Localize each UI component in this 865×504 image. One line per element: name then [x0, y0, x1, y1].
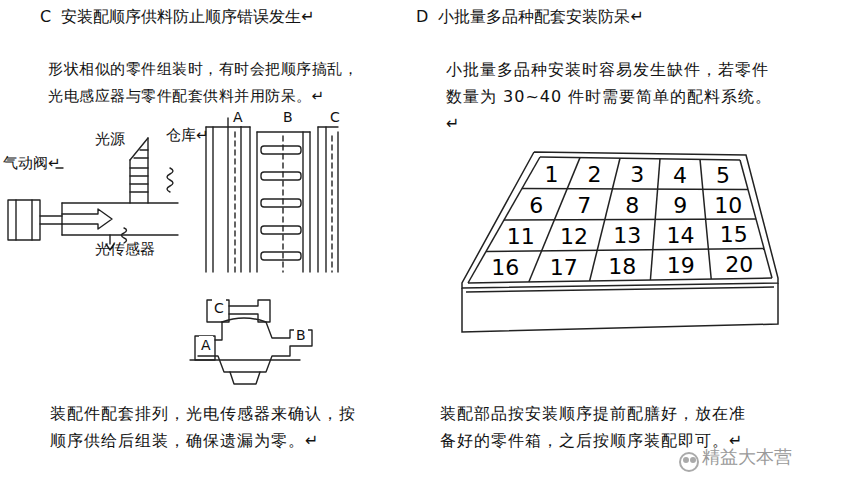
cell-number: 12: [560, 226, 588, 248]
cell-number: 13: [613, 225, 641, 247]
tray-symbol: [462, 152, 778, 332]
tray-rim: [462, 152, 778, 288]
tray-cell: 15: [718, 223, 750, 247]
section-heading: C 安装配顺序供料防止顺序错误发生↵: [40, 8, 315, 26]
tray-cell: 9: [671, 194, 689, 218]
cell-number: 8: [625, 195, 639, 217]
part-letter: A: [199, 336, 213, 354]
tray-cell: 20: [723, 253, 755, 277]
tray-cell: 16: [489, 256, 521, 280]
tray-cell: 4: [671, 164, 689, 188]
tray-grid: [504, 219, 756, 220]
cell-number: 3: [630, 164, 644, 186]
part-label: 气动阀↵: [3, 154, 61, 172]
part-letter: C: [212, 299, 226, 317]
light-source-symbol: [130, 138, 173, 203]
tray-cell: 7: [575, 194, 593, 218]
tray-cell: 19: [665, 254, 697, 278]
column-letter: B: [281, 108, 295, 126]
tray-cell: 12: [558, 225, 590, 249]
cell-number: 5: [716, 165, 730, 187]
tray-grid: [486, 249, 764, 252]
cell-number: 15: [720, 224, 748, 246]
cell-number: 10: [714, 195, 742, 217]
tray-cell: 17: [548, 256, 580, 280]
tray-cell: 11: [505, 225, 537, 249]
cell-number: 11: [507, 226, 535, 248]
shelf-symbol: [206, 118, 338, 272]
tray-grid: [522, 189, 748, 190]
watermark: 精益大本营: [702, 448, 792, 466]
column-letter: A: [231, 108, 245, 126]
cell-number: 19: [667, 255, 695, 277]
cell-number: 17: [550, 257, 578, 279]
tray-cell: 3: [628, 163, 646, 187]
description-text: 装配件配套排列，光电传感器来确认，按顺序供给后组装，确保遗漏为零。↵: [50, 400, 366, 454]
tray-grid: [540, 157, 740, 160]
cell-number: 4: [673, 165, 687, 187]
tray-cell: 5: [714, 164, 732, 188]
cell-number: 16: [491, 257, 519, 279]
conveyor-symbol: [62, 203, 178, 235]
description-text: 装配部品按安装顺序提前配膳好，放在准备好的零件箱，之后按顺序装配即可。↵: [440, 400, 756, 454]
watermark-icon: [680, 453, 698, 471]
description-text: 小批量多品种安装时容易发生缺件，若零件数量为 30~40 件时需要简单的配料系统…: [446, 56, 778, 137]
part-label: 光传感器: [95, 240, 155, 258]
column-letter: C: [328, 108, 342, 126]
part-label: 仓库↵: [166, 126, 209, 144]
description-text: 形状相似的零件组装时，有时会把顺序搞乱，光电感应器与零件配套供料并用防呆。↵: [48, 56, 368, 110]
tray-front: [466, 287, 774, 292]
tray-cell: 6: [527, 194, 545, 218]
tray-cell: 13: [611, 224, 643, 248]
part-label: 光源: [95, 130, 125, 148]
cell-number: 14: [667, 225, 695, 247]
assembly-symbol: [190, 300, 312, 384]
tray-cell: 18: [606, 255, 638, 279]
valve-symbol: [8, 168, 63, 240]
cell-number: 2: [587, 164, 601, 186]
tray-cell: 2: [585, 163, 603, 187]
cell-number: 1: [545, 164, 559, 186]
tray-cell: 14: [665, 224, 697, 248]
cell-number: 7: [577, 195, 591, 217]
cell-number: 18: [608, 256, 636, 278]
tray-cell: 1: [543, 163, 561, 187]
part-letter: B: [294, 326, 308, 344]
section-heading: D 小批量多品种配套安装防呆↵: [416, 8, 644, 26]
tray-cell: 10: [712, 194, 744, 218]
cell-number: 6: [529, 195, 543, 217]
tray-front: [462, 283, 778, 332]
cell-number: 20: [725, 254, 753, 276]
tray-cell: 8: [623, 194, 641, 218]
cell-number: 9: [673, 195, 687, 217]
